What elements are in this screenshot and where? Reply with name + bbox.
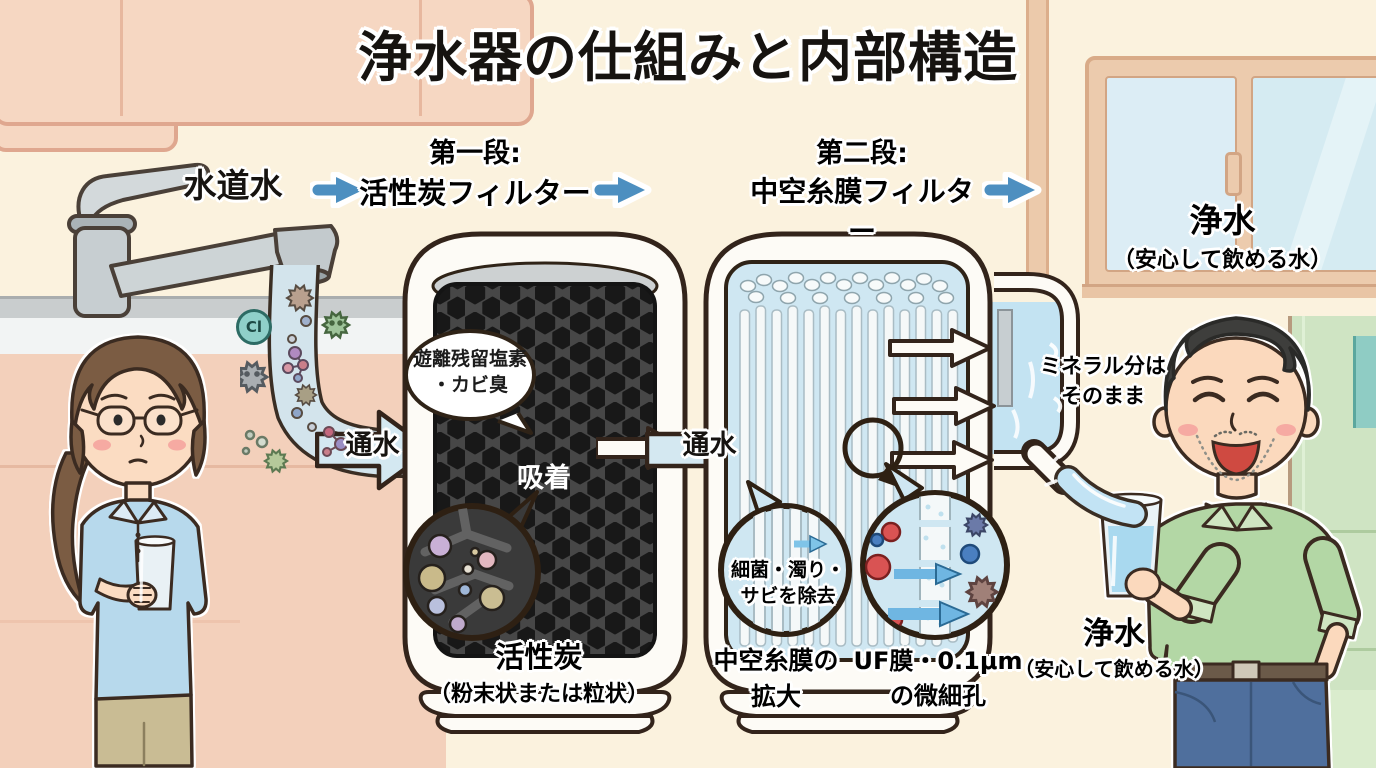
- window: [1085, 56, 1376, 294]
- uf-caption-line1: UF膜・0.1μm: [853, 647, 1023, 675]
- arrow-molecules: [322, 426, 348, 457]
- label-tap-water: 水道水: [183, 166, 283, 205]
- teal-panel: [1353, 336, 1376, 428]
- label-purified-bottom: 浄水 （安心して飲める水）: [1008, 608, 1220, 682]
- remove-line1: 細菌・濁り・: [730, 559, 845, 581]
- hollow-fiber-filter: [703, 231, 1080, 734]
- purified-bottom-line2: （安心して飲める水）: [1014, 657, 1214, 681]
- mineral-line2: そのまま: [1061, 384, 1145, 408]
- cabinet-panel-top: [0, 0, 534, 126]
- faucet-lever: [76, 162, 211, 224]
- man-hand: [1124, 567, 1162, 601]
- flow-arrow-3: [982, 172, 1042, 208]
- remove-line2: サビを除去: [740, 584, 836, 607]
- carbon-filter-base-2: [435, 714, 655, 734]
- man-neck: [1216, 472, 1258, 500]
- pour-stream: [1044, 453, 1148, 528]
- label-pass-water-2: 通水: [682, 430, 737, 461]
- label-uf-caption: UF膜・0.1μm の微細孔: [852, 641, 1024, 711]
- mineral-line1: ミネラル分は: [1040, 354, 1166, 378]
- cabinet-seam-2: [419, 0, 422, 116]
- label-mineral: ミネラル分は そのまま: [1032, 350, 1174, 410]
- label-stage2-line1: 第二段:: [816, 138, 908, 169]
- man-mouth: [1211, 439, 1261, 476]
- label-fiber-caption: 中空糸膜の 拡大: [700, 641, 852, 713]
- label-adsorption: 吸着: [517, 463, 571, 494]
- bubble-line2: ・カビ臭: [431, 373, 508, 396]
- fiber-caption-line2: 拡大: [750, 682, 801, 711]
- label-stage1: 第一段: 活性炭フィルター: [350, 131, 600, 212]
- wall-strip: [1026, 0, 1049, 292]
- chlorine-badge-label: Cl: [245, 318, 263, 336]
- windowsill: [1082, 284, 1376, 298]
- outflow-arrows: [888, 328, 996, 480]
- flow-arrow-2: [592, 172, 652, 208]
- label-speech-bubble: 遊離残留塩素 ・カビ臭: [402, 347, 538, 398]
- uf-caption-line2: の微細孔: [890, 682, 986, 710]
- label-carbon-caption: 活性炭 （粉末状または粒状）: [408, 634, 670, 708]
- window-pane-right: [1251, 76, 1376, 272]
- man-character: [1099, 316, 1361, 768]
- label-remove: 細菌・濁り・ サビを除去: [718, 558, 858, 609]
- chlorine-badge: Cl: [236, 309, 272, 345]
- fiber-filter-base-2: [736, 714, 960, 734]
- counter-line-1: [0, 465, 436, 468]
- chlorine-speech-bubble: [404, 329, 536, 435]
- label-stage1-line2: 活性炭フィルター: [359, 176, 591, 210]
- germ-green: [321, 311, 351, 339]
- label-purified-top-line2: （安心して飲める水）: [1112, 248, 1333, 273]
- page-title: 浄水器の仕組みと内部構造: [358, 26, 1018, 89]
- fiber-zoom-ring: [842, 417, 904, 479]
- window-pane-left: [1105, 76, 1237, 272]
- label-stage2: 第二段: 中空糸膜フィルター: [738, 131, 986, 250]
- label-purified-top-line1: 浄水: [1189, 201, 1256, 240]
- fiber-caption-line1: 中空糸膜の: [713, 646, 839, 675]
- label-pass-water-1: 通水: [345, 430, 400, 461]
- carbon-caption-line1: 活性炭: [495, 640, 583, 674]
- flow-arrow-1: [310, 172, 370, 208]
- label-stage2-line2: 中空糸膜フィルター: [750, 175, 974, 248]
- woman-hair: [70, 335, 206, 435]
- green-shelf-1: [1292, 530, 1376, 533]
- fiber-tube-ends: [739, 271, 955, 305]
- germ-gray: [240, 361, 269, 393]
- carbon-caption-line2: （粉末状または粒状）: [428, 682, 649, 707]
- germ-green-small: [241, 429, 289, 473]
- man-hair: [1163, 316, 1311, 412]
- label-stage1-line1: 第一段:: [429, 138, 521, 169]
- cabinet-seam: [120, 0, 123, 116]
- label-purified-top: 浄水 （安心して飲める水）: [1090, 194, 1355, 274]
- channel-bracket: [997, 309, 1013, 407]
- woman-character: [50, 335, 208, 768]
- bubble-line1: 遊離残留塩素: [412, 348, 527, 370]
- purified-bottom-line1: 浄水: [1083, 616, 1145, 652]
- window-handle: [1225, 152, 1242, 196]
